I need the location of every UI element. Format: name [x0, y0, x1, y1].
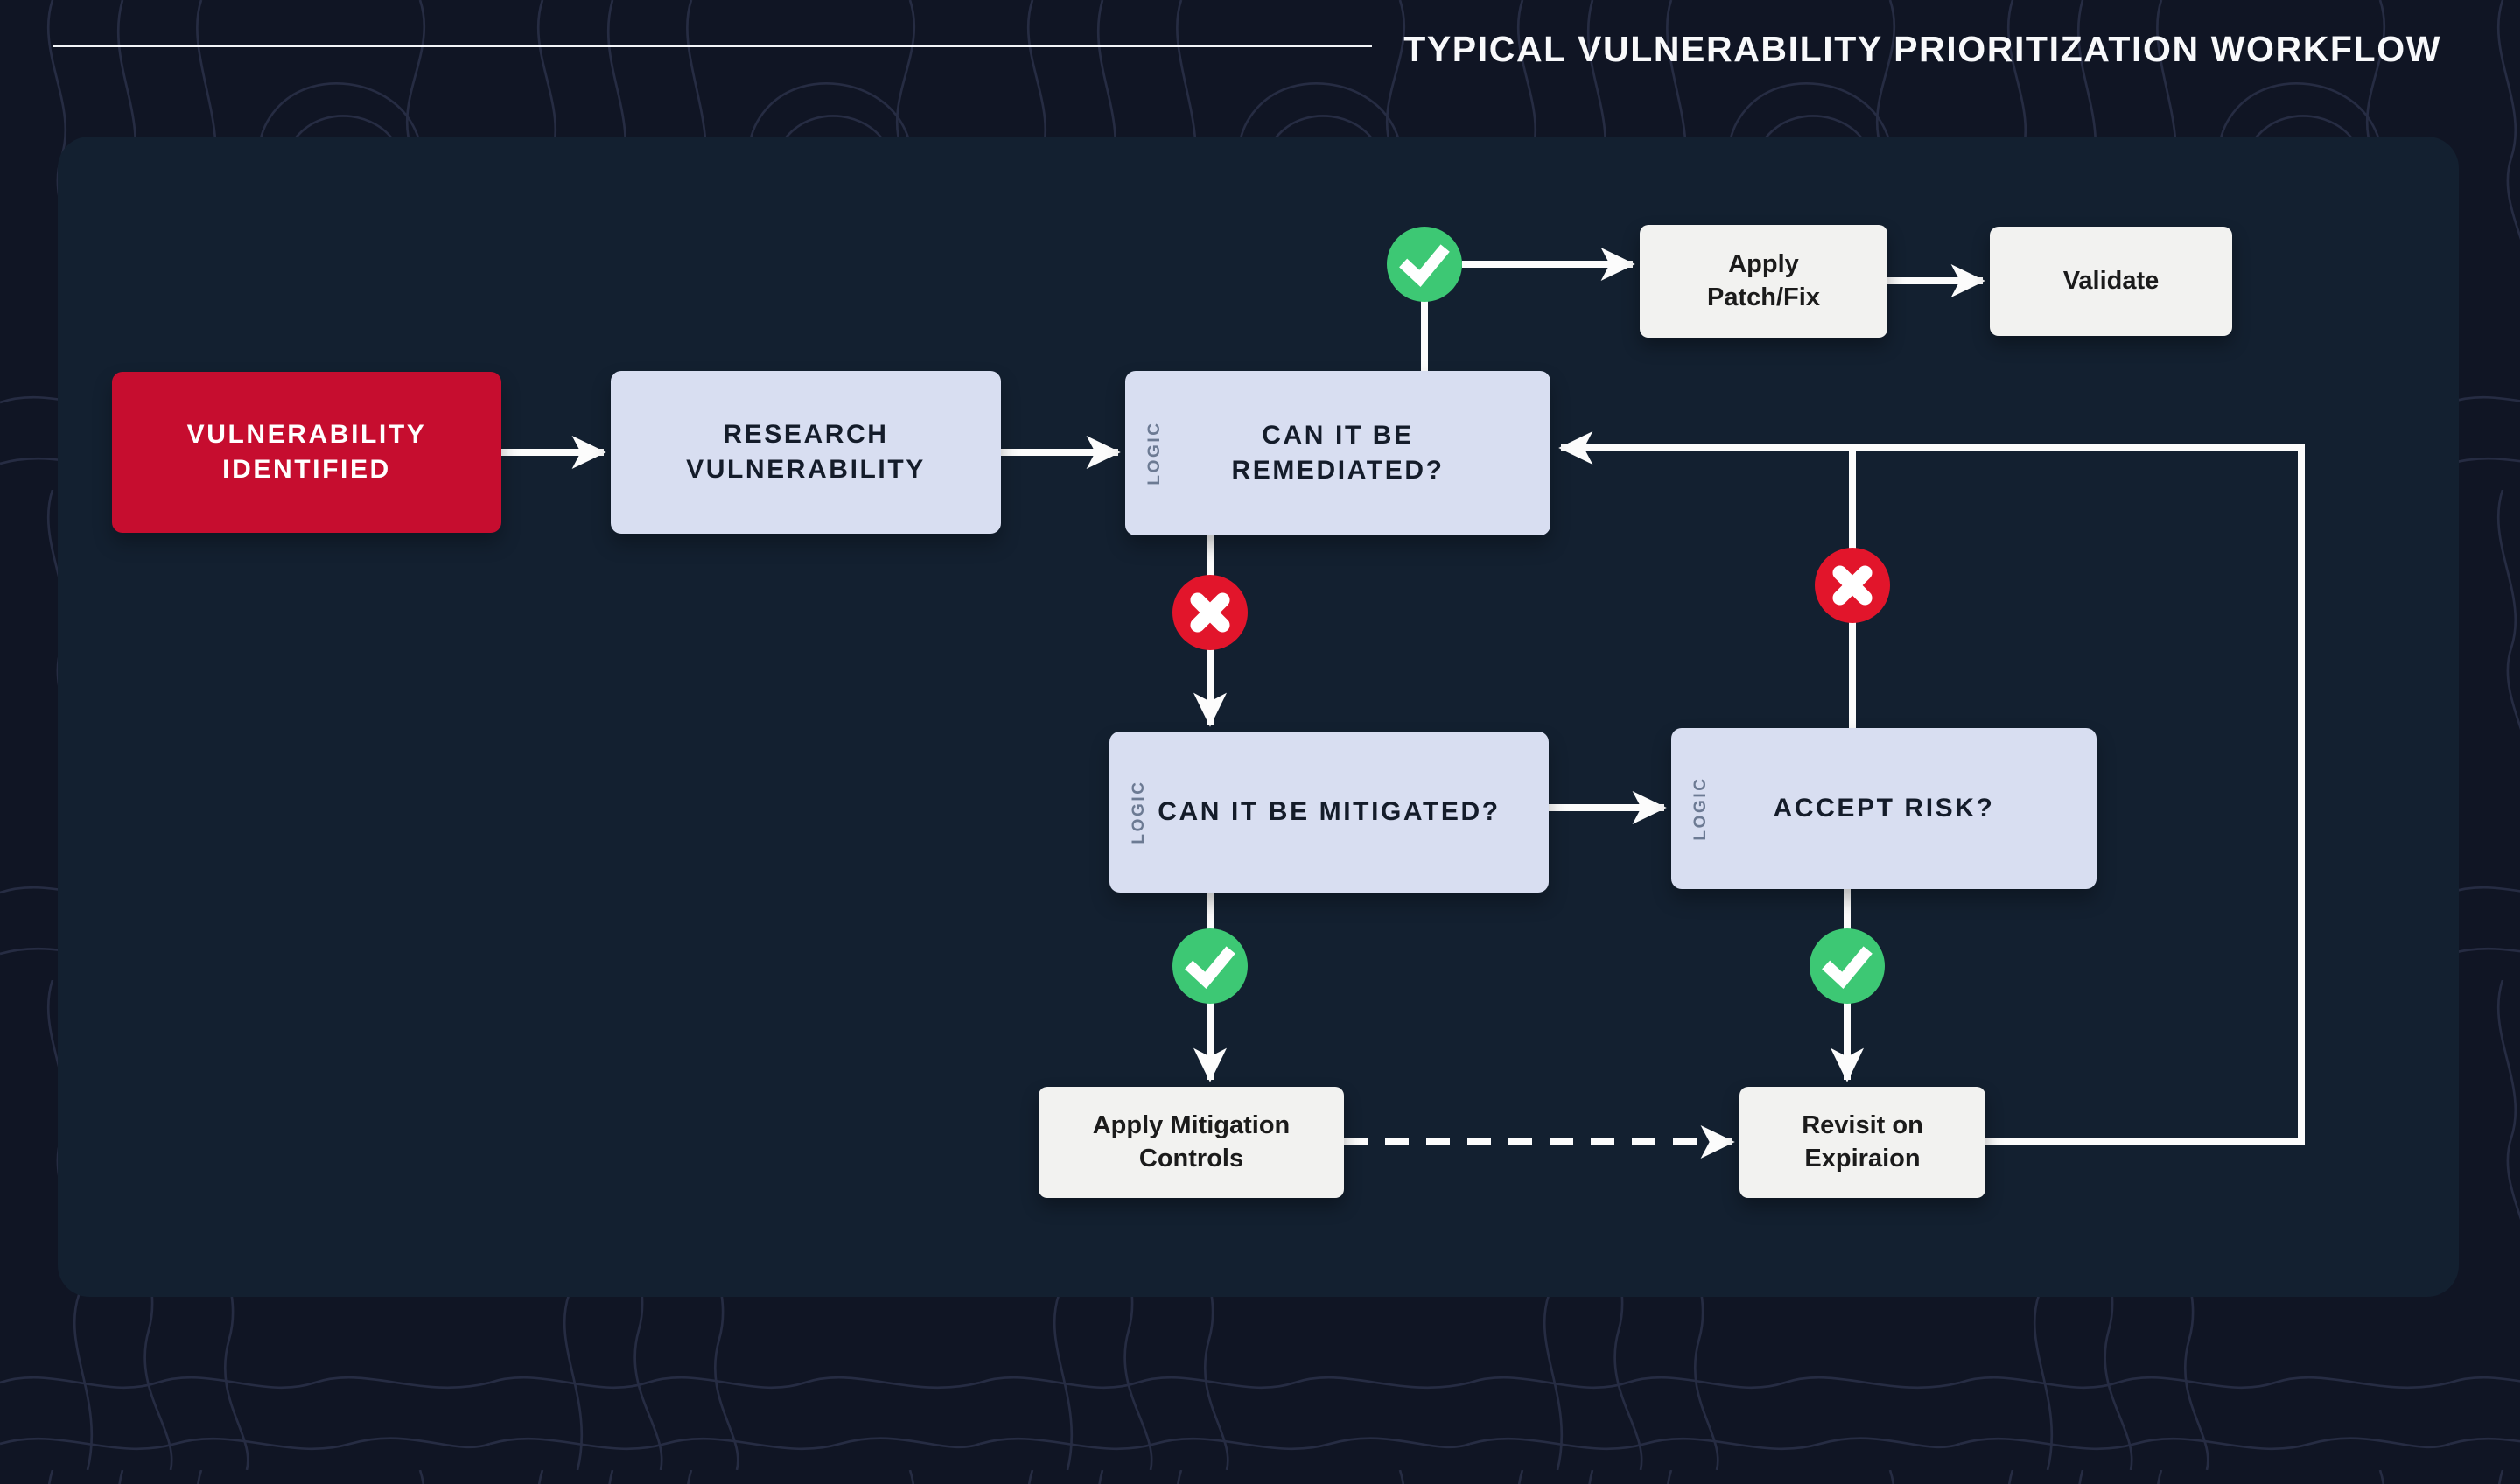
node-label: Apply Patch/Fix [1707, 249, 1820, 312]
no-x-circle [1815, 548, 1890, 623]
x-icon [1832, 565, 1872, 606]
node-label: ACCEPT RISK? [1773, 793, 1995, 822]
node-label: RESEARCH VULNERABILITY [686, 419, 926, 485]
yes-check-circle [1810, 928, 1885, 1004]
node-label: Revisit on Expiraion [1802, 1110, 1923, 1172]
node-validate: Validate [1990, 227, 2232, 336]
connector-feedback-loop [1558, 430, 2305, 1145]
page-title: TYPICAL VULNERABILITY PRIORITIZATION WOR… [1404, 29, 2441, 69]
node-revisit-on-expiraion: Revisit on Expiraion [1740, 1087, 1985, 1198]
node-accept-risk: LOGIC ACCEPT RISK? [1671, 728, 2096, 889]
yes-check-circle [1387, 227, 1462, 302]
node-label: Validate [2062, 266, 2160, 295]
logic-tag: LOGIC [1130, 780, 1149, 844]
node-can-it-be-remediated: LOGIC CAN IT BE REMEDIATED? [1125, 371, 1550, 536]
check-icon [1185, 946, 1236, 990]
check-icon [1822, 946, 1872, 990]
node-label: CAN IT BE REMEDIATED? [1231, 420, 1445, 486]
logic-tag: LOGIC [1691, 776, 1711, 841]
header-rule [52, 45, 1372, 47]
no-x-circle [1172, 575, 1248, 650]
node-research-vulnerability: RESEARCH VULNERABILITY [611, 371, 1001, 534]
check-icon [1399, 244, 1450, 288]
node-vulnerability-identified: VULNERABILITY IDENTIFIED [112, 372, 501, 533]
node-label: VULNERABILITY IDENTIFIED [186, 419, 427, 485]
node-apply-patch-fix: Apply Patch/Fix [1640, 225, 1887, 338]
node-can-it-be-mitigated: LOGIC CAN IT BE MITIGATED? [1110, 732, 1549, 892]
yes-check-circle [1172, 928, 1248, 1004]
node-apply-mitigation-controls: Apply Mitigation Controls [1039, 1087, 1344, 1198]
logic-tag: LOGIC [1145, 421, 1165, 486]
node-label: CAN IT BE MITIGATED? [1158, 796, 1501, 826]
node-label: Apply Mitigation Controls [1092, 1110, 1291, 1172]
x-icon [1190, 592, 1230, 633]
